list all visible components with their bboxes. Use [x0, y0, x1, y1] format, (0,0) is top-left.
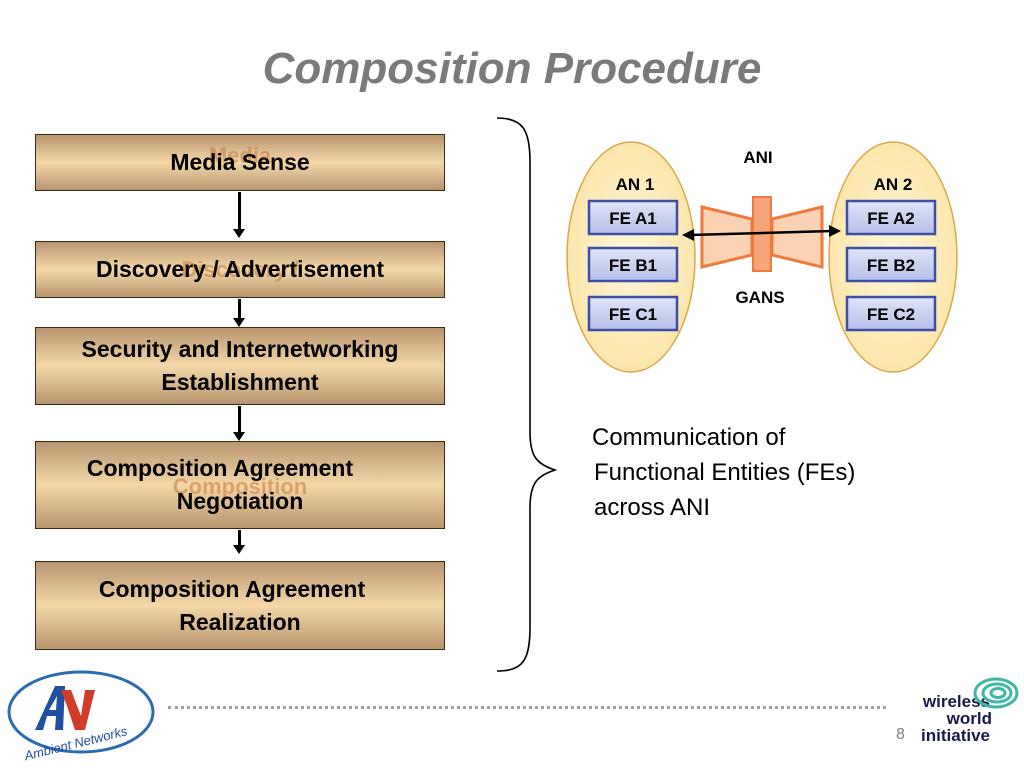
step-discovery-advertisement: Discovery / Discovery / Advertisement	[35, 241, 445, 298]
description-line: across ANI	[594, 494, 711, 521]
flow-arrow	[233, 530, 245, 554]
step-media-sense: Media Media Sense	[35, 134, 445, 191]
gans-funnel-left	[700, 205, 754, 269]
step-ghost-text: Media	[208, 142, 272, 168]
ambient-networks-logo: Ambient Networks	[7, 670, 155, 763]
step-security-internetworking: Security and Internetworking Establishme…	[35, 327, 445, 405]
description-line: Communication of	[592, 424, 786, 451]
wireless-world-initiative-logo: wireless world initiative	[920, 692, 992, 745]
fe-box	[587, 295, 679, 332]
ani-diagram: ANI GANS AN 1 AN 2 FE A1 FE B1 FE C1 FE …	[566, 141, 958, 373]
fe-b2-label: FE B2	[867, 256, 915, 275]
flow-arrow	[233, 406, 245, 441]
fe-box	[845, 246, 937, 283]
step-label-line: Composition Agreement	[86, 455, 354, 481]
step-label-line: Security and Internetworking	[81, 336, 399, 362]
arrowhead-left	[682, 229, 694, 241]
step-composition-negotiation: Composition Composition Agreement Negoti…	[35, 441, 445, 529]
fe-box	[587, 199, 679, 236]
step-label: Discovery / Advertisement	[95, 256, 385, 282]
step-label-line: Realization	[179, 608, 301, 635]
wwi-swirl-icon	[973, 677, 1019, 709]
step-label-line: Establishment	[161, 369, 319, 395]
footer-divider	[168, 706, 886, 709]
an1-label: AN 1	[616, 175, 655, 194]
wwi-line: initiative	[921, 726, 990, 745]
fe-c2-label: FE C2	[867, 305, 915, 324]
page-number: 8	[896, 726, 905, 743]
ani-double-arrow	[689, 229, 833, 237]
flow-arrow	[233, 192, 245, 238]
an2-label: AN 2	[874, 175, 913, 194]
description-line: Functional Entities (FEs)	[594, 459, 856, 486]
wwi-line: world	[946, 709, 992, 728]
ani-label: ANI	[743, 148, 772, 167]
fe-a2-label: FE A2	[867, 209, 915, 228]
slide-title: Composition Procedure	[262, 44, 762, 93]
step-label-line: Negotiation	[176, 488, 304, 514]
fe-a1-label: FE A1	[609, 209, 657, 228]
wwi-line: wireless	[922, 692, 990, 711]
gans-funnel-right	[770, 205, 824, 269]
fe-c1-label: FE C1	[609, 305, 657, 324]
step-composition-realization: Composition Agreement Realization	[35, 561, 445, 650]
fe-box	[845, 295, 937, 332]
fe-b1-label: FE B1	[609, 256, 657, 275]
arrowhead-right	[829, 225, 841, 237]
fe-box	[587, 246, 679, 283]
fe-box	[845, 199, 937, 236]
flow-arrow	[233, 299, 245, 327]
step-label-line: Composition Agreement	[98, 575, 366, 602]
gans-label: GANS	[735, 288, 784, 307]
grouping-brace	[496, 117, 558, 672]
diagram-description: Communication of Functional Entities (FE…	[592, 420, 855, 525]
step-label: Media Sense	[170, 149, 310, 175]
step-ghost-text: Discovery /	[181, 256, 299, 282]
step-ghost-text: Composition	[172, 473, 308, 499]
